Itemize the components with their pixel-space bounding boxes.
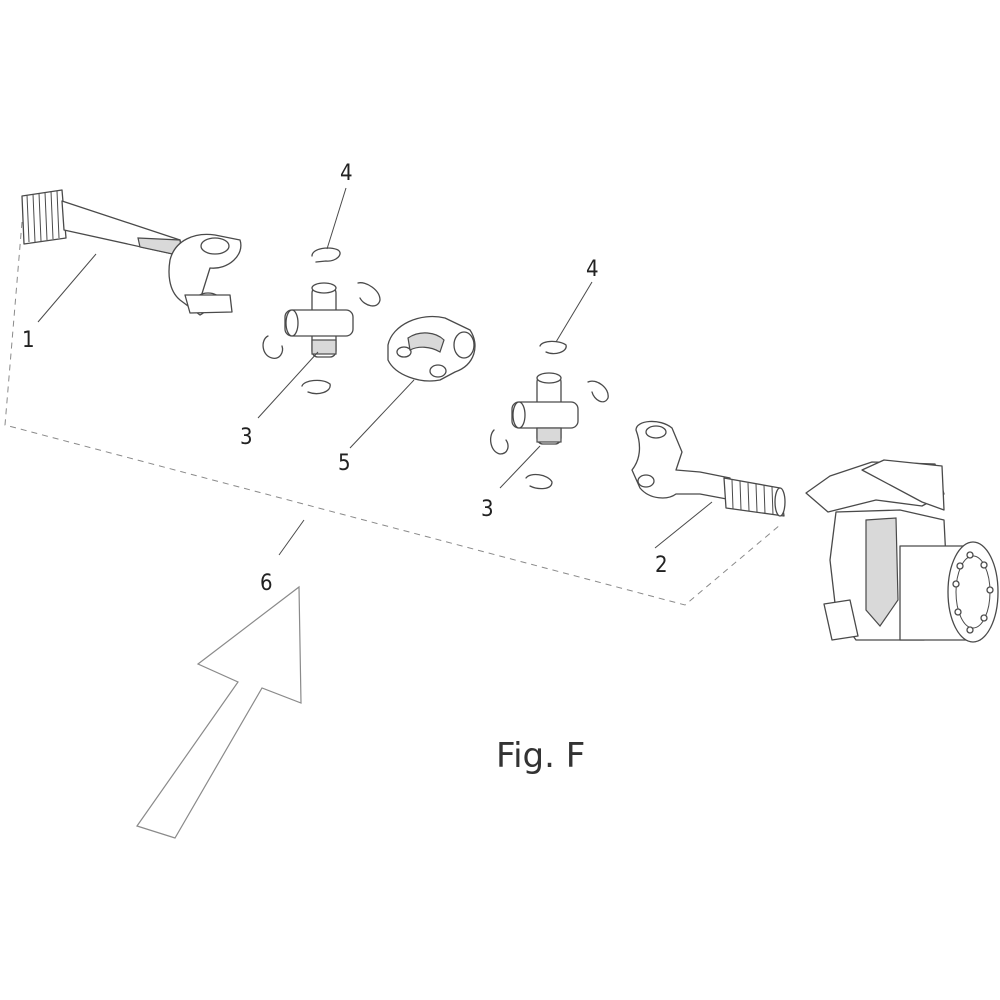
callout-3-left: 3 (240, 425, 253, 450)
callout-labels: 1 2 3 3 4 4 5 6 (22, 161, 668, 596)
callout-6: 6 (260, 571, 273, 596)
stub-shaft-2 (631, 420, 786, 517)
callout-4-right: 4 (586, 257, 599, 282)
direction-arrow-icon (136, 585, 302, 839)
figure-title: Fig. F (496, 736, 585, 776)
assembly-outline (4, 221, 781, 606)
callout-5: 5 (338, 451, 351, 476)
universal-joint-cross-3-right (511, 372, 579, 445)
leader-lines (37, 187, 713, 556)
callout-3-right: 3 (481, 497, 494, 522)
double-yoke-5 (387, 316, 476, 382)
callout-4-left: 4 (340, 161, 353, 186)
snap-rings-4-left (262, 247, 381, 395)
snap-rings-4-right (489, 340, 609, 490)
callout-2: 2 (655, 553, 668, 578)
axle-shaft-1 (21, 189, 242, 316)
callout-1: 1 (22, 328, 35, 353)
universal-joint-cross-3-left (284, 282, 354, 358)
steering-knuckle (805, 459, 999, 643)
